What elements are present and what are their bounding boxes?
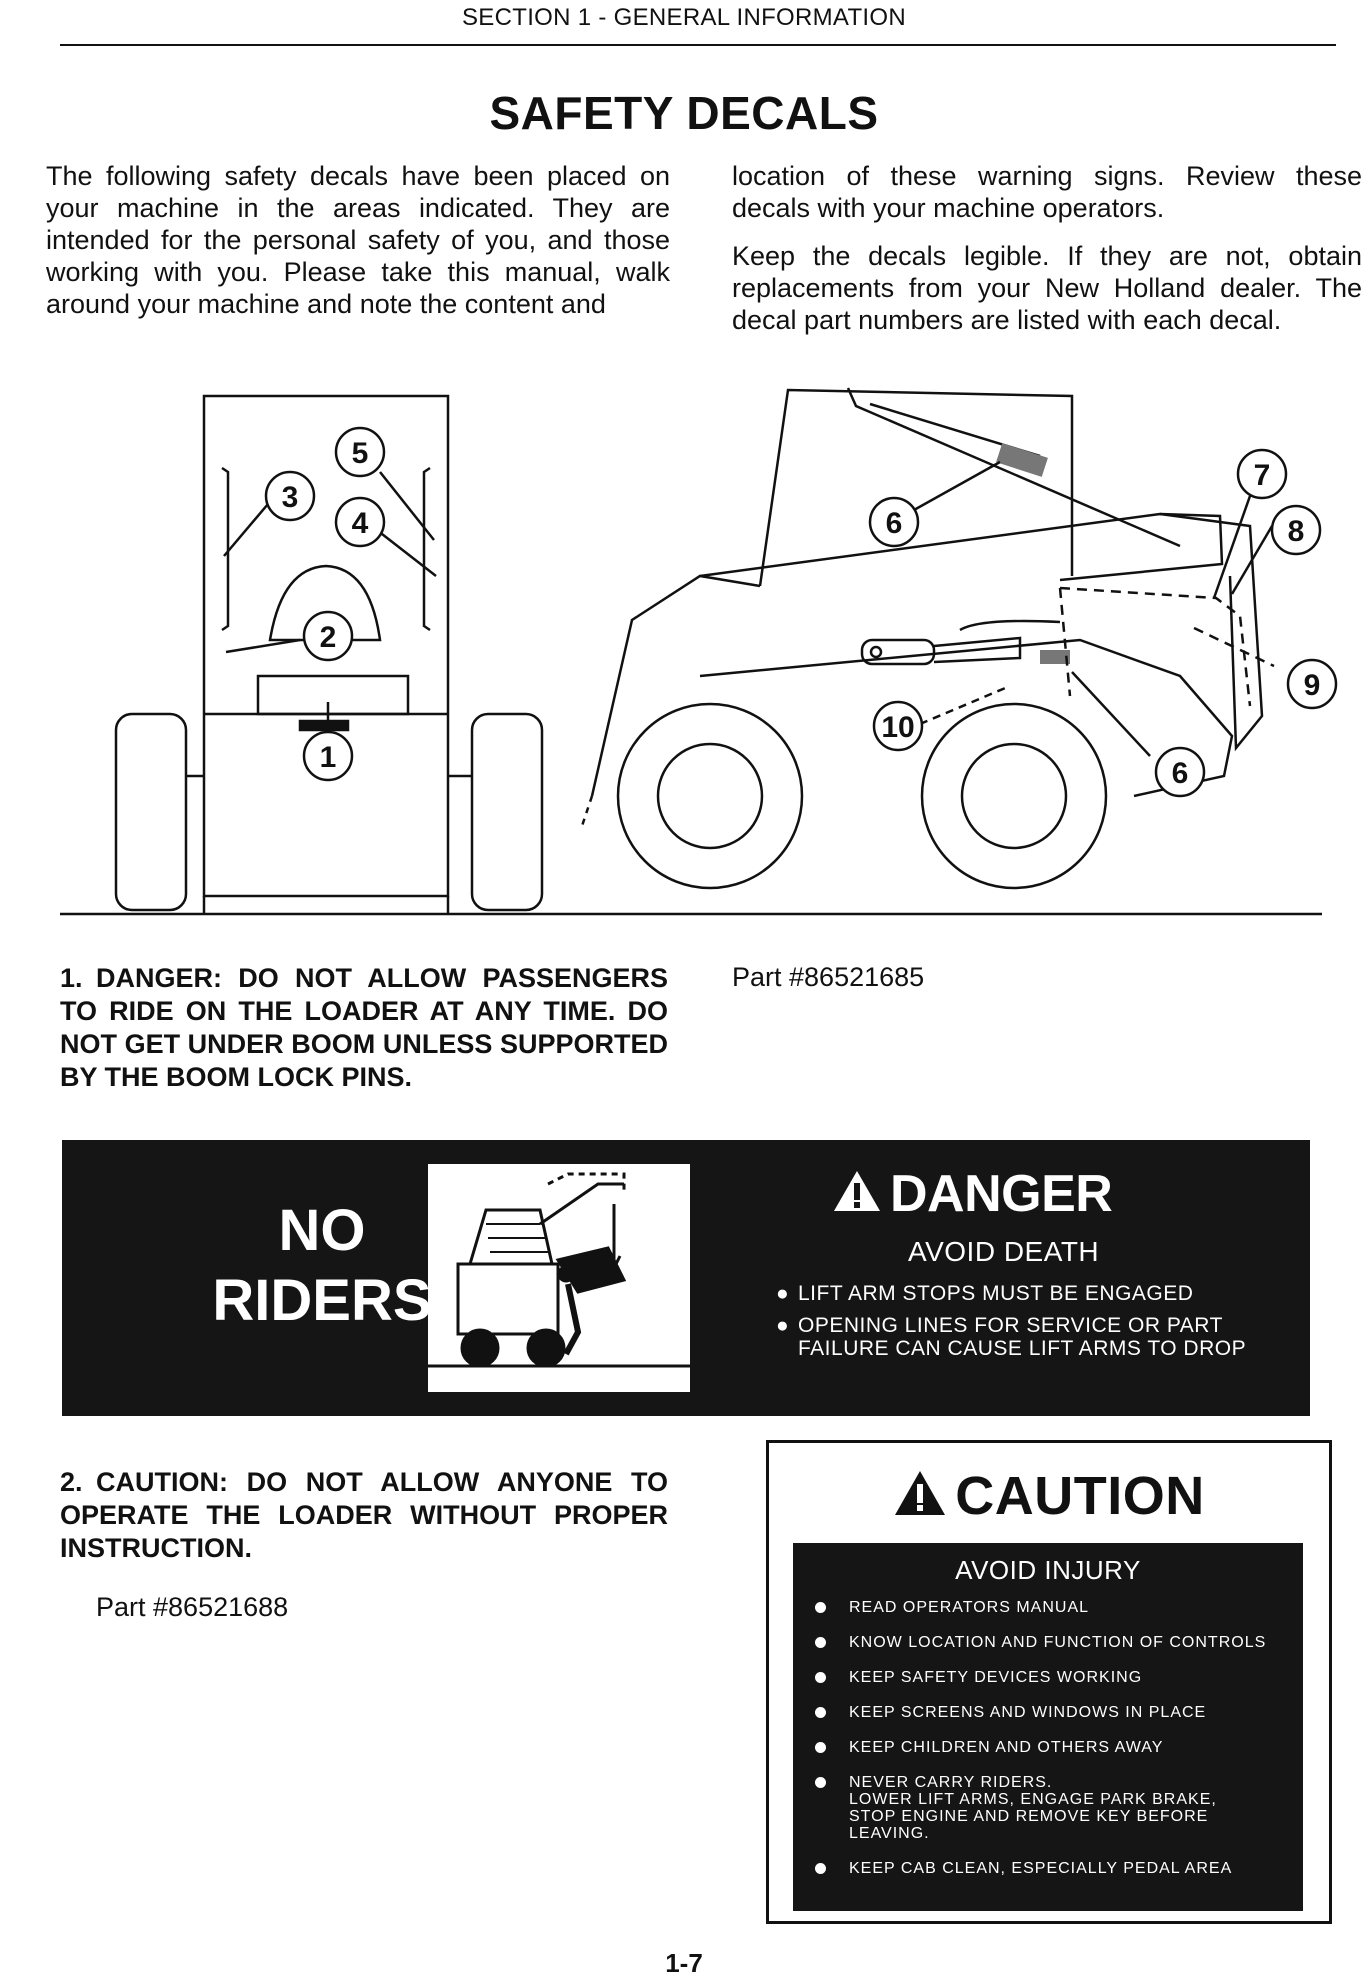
callout-label: 5 [352, 437, 369, 470]
decal-item-2-part-number: Part #86521688 [96, 1592, 289, 1622]
danger-subheading: AVOID DEATH [908, 1236, 1100, 1267]
decal-item-2-description: 2.CAUTION: DO NOT ALLOW ANYONE TO OPERAT… [60, 1466, 668, 1565]
leader-7 [1212, 495, 1252, 599]
bullet-icon: ● [776, 1314, 790, 1337]
callout-label: 8 [1288, 515, 1305, 548]
danger-heading: DANGER [832, 1164, 1113, 1224]
callout-7 [1236, 448, 1288, 500]
callout-9 [1286, 658, 1338, 710]
caution-decal: CAUTION AVOID INJURY READ OPERATORS MANU… [766, 1440, 1332, 1924]
danger-heading-text: DANGER [890, 1165, 1113, 1223]
callout-label: 4 [352, 507, 369, 540]
bullet-icon: ● [776, 1282, 790, 1305]
leader-2 [225, 638, 301, 654]
intro-paragraph-right-1: location of these warning signs. Review … [732, 161, 1362, 223]
intro-column-right: location of these warning signs. Review … [732, 160, 1362, 352]
danger-bullet: ● OPENING LINES FOR SERVICE OR PART FAILU… [776, 1314, 1246, 1360]
leader-4 [381, 533, 437, 577]
caution-bullet: KEEP CAB CLEAN, ESPECIALLY PEDAL AREA [813, 1860, 1293, 1877]
danger-bullet: ● LIFT ARM STOPS MUST BE ENGAGED [776, 1282, 1193, 1305]
callout-label: 10 [881, 711, 914, 744]
leader-6-lower [1071, 671, 1151, 757]
caution-heading: CAUTION [769, 1465, 1329, 1527]
page-title: SAFETY DECALS [489, 87, 879, 139]
warning-triangle-icon [834, 1171, 880, 1211]
danger-bullet-text: OPENING LINES FOR SERVICE OR PART FAILUR… [798, 1314, 1247, 1360]
danger-bullet-text: LIFT ARM STOPS MUST BE ENGAGED [798, 1282, 1194, 1305]
decal-location-diagram: 1 2 3 4 5 6 7 8 9 10 6 [60, 387, 1338, 916]
callout-2 [302, 610, 354, 662]
callout-label: 2 [320, 621, 337, 654]
loader-hazard-pictogram [428, 1164, 690, 1392]
leader-5 [379, 471, 435, 541]
caution-bullet: NEVER CARRY RIDERS. LOWER LIFT ARMS, ENG… [813, 1774, 1293, 1842]
item-number: 1. [60, 963, 83, 993]
callout-label: 6 [1172, 757, 1189, 790]
caution-heading-text: CAUTION [955, 1466, 1205, 1526]
section-header: SECTION 1 - GENERAL INFORMATION [461, 4, 906, 31]
caution-subheading: AVOID INJURY [955, 1555, 1141, 1585]
intro-paragraph-left: The following safety decals have been pl… [46, 161, 670, 319]
header-rule [60, 44, 1336, 46]
no-riders-line-2: RIDERS [212, 1268, 432, 1333]
leader-3 [223, 503, 269, 557]
item-text: CAUTION: DO NOT ALLOW ANYONE TO OPERATE … [60, 1467, 668, 1563]
caution-bullet: READ OPERATORS MANUAL [813, 1599, 1293, 1616]
side-view-loader [580, 387, 1275, 890]
decal-item-1-description: 1.DANGER: DO NOT ALLOW PASSENGERS TO RID… [60, 962, 668, 1094]
callout-8 [1270, 504, 1322, 556]
no-riders-text: NO RIDERS [132, 1196, 512, 1336]
callout-3 [264, 470, 316, 522]
decal-item-1-part-number: Part #86521685 [732, 962, 925, 992]
callout-5 [334, 426, 386, 478]
caution-bullet: KEEP CHILDREN AND OTHERS AWAY [813, 1739, 1293, 1756]
callout-1 [302, 730, 354, 782]
item-number: 2. [60, 1467, 83, 1497]
caution-bullet-list: READ OPERATORS MANUAL KNOW LOCATION AND … [813, 1599, 1293, 1895]
callout-label: 1 [320, 741, 337, 774]
callout-6-lower [1154, 746, 1206, 798]
callout-4 [334, 496, 386, 548]
callout-label: 9 [1304, 669, 1321, 702]
callout-10 [872, 700, 924, 752]
leader-6-upper [913, 460, 1001, 512]
callout-6-upper [868, 496, 920, 548]
leader-8 [1230, 525, 1274, 595]
callout-label: 7 [1254, 459, 1271, 492]
caution-bullet: KNOW LOCATION AND FUNCTION OF CONTROLS [813, 1634, 1293, 1651]
caution-bullet: KEEP SCREENS AND WINDOWS IN PLACE [813, 1704, 1293, 1721]
front-view-loader [114, 394, 544, 914]
caution-panel: AVOID INJURY READ OPERATORS MANUAL KNOW … [793, 1543, 1303, 1911]
intro-paragraph-right-2: Keep the decals legible. If they are not… [732, 241, 1362, 335]
page-number: 1-7 [665, 1948, 703, 1978]
warning-triangle-icon [895, 1471, 946, 1515]
danger-decal: NO RIDERS DANGER AVOID DEATH ● LIFT ARM S… [62, 1140, 1310, 1416]
callout-label: 6 [886, 507, 903, 540]
no-riders-line-1: NO [278, 1198, 366, 1263]
callout-label: 3 [282, 481, 299, 514]
leader-10 [919, 684, 1011, 726]
caution-bullet: KEEP SAFETY DEVICES WORKING [813, 1669, 1293, 1686]
item-text: DANGER: DO NOT ALLOW PASSENGERS TO RIDE … [60, 963, 668, 1092]
